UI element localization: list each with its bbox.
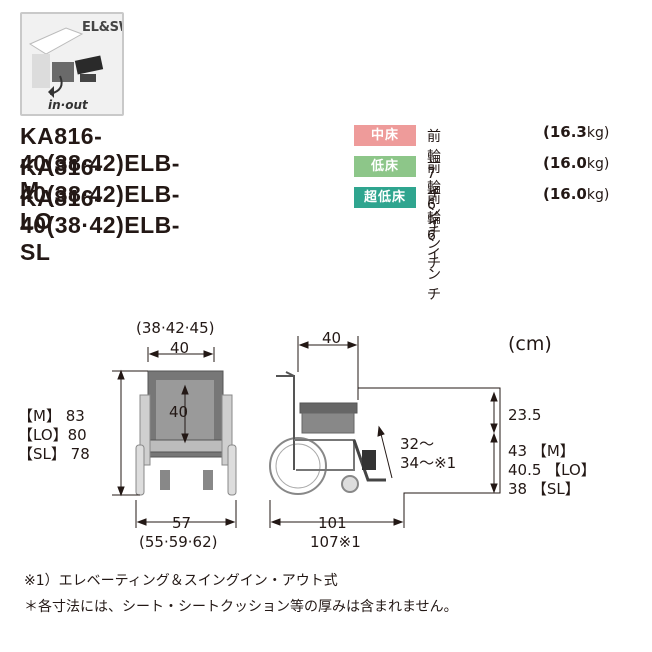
armrest-length-label: 40 [322, 329, 342, 347]
weight-unit: kg) [586, 156, 610, 172]
height-lo-label: 【LO】80 [18, 426, 87, 444]
armrest-height-label: 23.5 [508, 406, 542, 424]
height-m-label: 【M】 83 [18, 407, 85, 425]
seat-height-tag: 中床 [354, 125, 416, 146]
side-view-wheelchair [269, 371, 386, 495]
elevating-swing-legrest-icon [28, 27, 104, 98]
weight-value: (16.0 [543, 154, 587, 172]
seat-height-tag: 超低床 [354, 187, 416, 208]
seat-height-tag: 低床 [354, 156, 416, 177]
weight-unit: kg) [586, 187, 610, 203]
footnote-dimensions: ＊各寸法には、シート・シートクッション等の厚みは含まれません。 [24, 599, 458, 615]
leg-length-label-1: 32～ [400, 435, 435, 453]
unit-label: (cm) [508, 333, 552, 355]
weight: (16.0kg) [543, 154, 609, 172]
badge-caption: in·out [48, 98, 88, 112]
overall-width-label: 57 [172, 514, 192, 532]
overall-length-alt-label: 107※1 [310, 533, 361, 551]
front-wheel-size: 前輪 7インチ [427, 129, 441, 241]
model-name: KA816-40(38·42)ELB-M [20, 123, 180, 203]
weight-value: (16.0 [543, 185, 587, 203]
height-sl-label: 【SL】 78 [18, 445, 90, 463]
footnote-elevating: ※1）エレベーティング＆スイングイン・アウト式 [24, 573, 338, 589]
weight-unit: kg) [586, 125, 610, 141]
seat-width-label: 40 [170, 339, 190, 357]
model-name: KA816-40(38·42)ELB-SL [20, 185, 180, 265]
weight: (16.0kg) [543, 185, 609, 203]
weight: (16.3kg) [543, 123, 609, 141]
overall-length-label: 101 [318, 514, 347, 532]
seat-height-m-label: 43 【M】 [508, 442, 575, 460]
model-name: KA816-40(38·42)ELB-LO [20, 154, 180, 234]
front-wheel-size: 前輪 6インチ [427, 160, 441, 272]
leg-length-label-2: 34～※1 [400, 454, 457, 472]
feature-badge: EL&SW in·out [20, 12, 124, 116]
seat-width-options-label: (38·42·45) [136, 319, 215, 337]
overall-width-options-label: (55·59·62) [139, 533, 218, 551]
weight-value: (16.3 [543, 123, 587, 141]
seat-depth-label: 40 [169, 403, 189, 421]
badge-code: EL&SW [82, 20, 122, 35]
front-wheel-size: 前輪 6インチ [427, 191, 441, 303]
seat-height-sl-label: 38 【SL】 [508, 480, 580, 498]
seat-height-lo-label: 40.5 【LO】 [508, 461, 596, 479]
